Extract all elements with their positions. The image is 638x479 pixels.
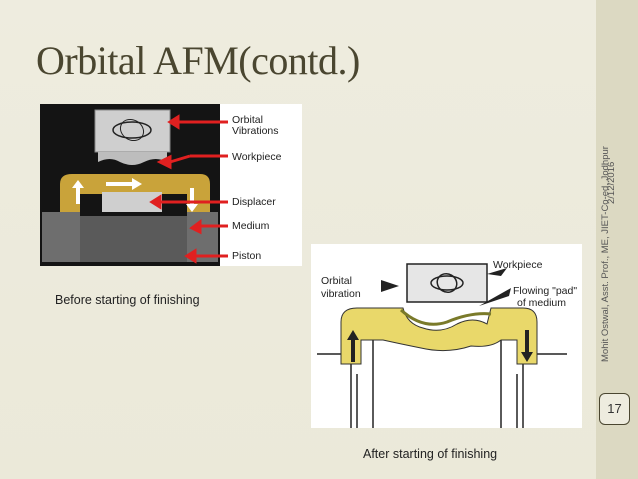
caption-after: After starting of finishing <box>363 447 498 461</box>
after-label-medium: of medium <box>517 297 566 309</box>
figure-before-finishing: Orbital Vibrations Workpiece Displacer M… <box>40 104 302 266</box>
label-orbital: Orbital <box>232 114 263 126</box>
slide-author: Mohit Ostwal, Asst. Prof., ME, JIET-Co-e… <box>600 146 611 362</box>
page-number: 17 <box>599 393 630 425</box>
slide-title: Orbital AFM(contd.) <box>36 38 360 83</box>
figure-after-finishing: Orbital vibration Workpiece Flowing "pad… <box>311 244 582 428</box>
label-workpiece: Workpiece <box>232 151 282 163</box>
after-label-flowing: Flowing "pad" <box>513 285 577 297</box>
label-vibrations: Vibrations <box>232 125 279 137</box>
label-displacer: Displacer <box>232 196 276 208</box>
after-label-orbital: Orbital <box>321 275 352 287</box>
after-label-workpiece: Workpiece <box>493 259 543 271</box>
label-piston: Piston <box>232 250 261 262</box>
label-medium: Medium <box>232 220 270 232</box>
caption-before: Before starting of finishing <box>55 293 200 307</box>
after-label-vibration: vibration <box>321 288 361 300</box>
